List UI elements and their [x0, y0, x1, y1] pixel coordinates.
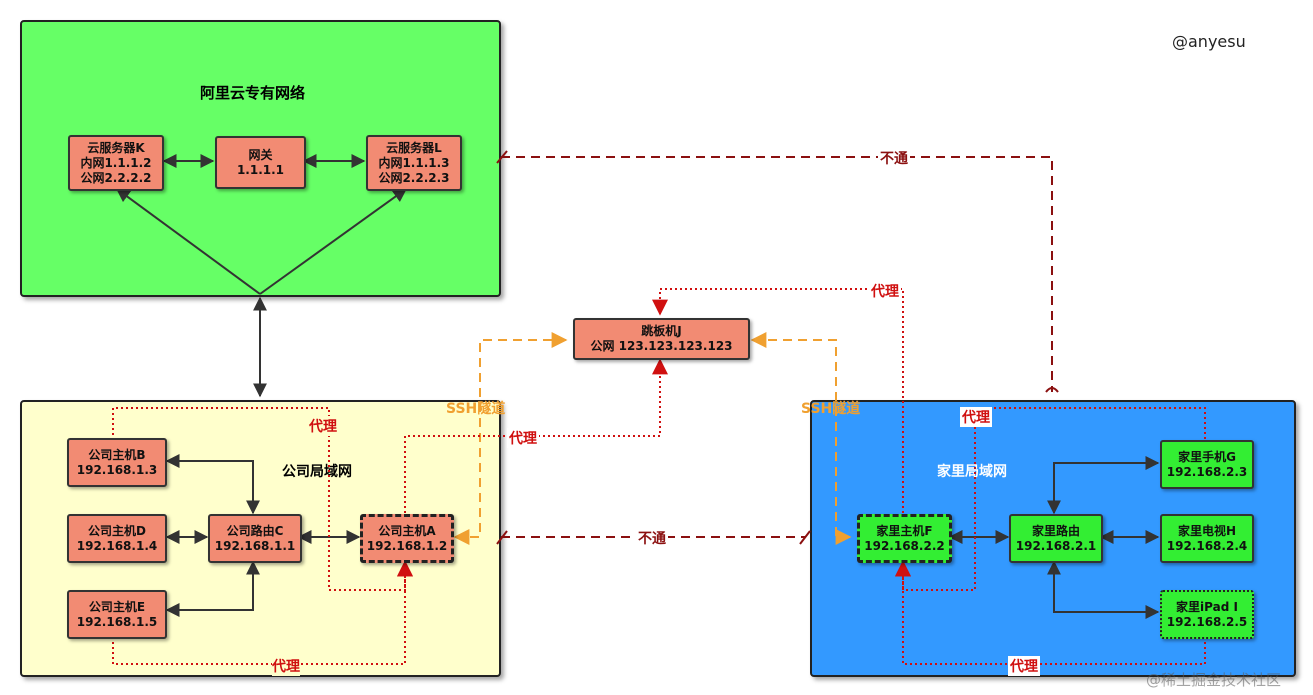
home-phone-g-name: 家里手机G [1178, 449, 1236, 464]
company-router-c-name: 公司路由C [226, 523, 284, 538]
home-phone-g-node: 家里手机G 192.168.2.3 [1160, 440, 1254, 489]
watermark-text: @稀土掘金技术社区 [1146, 671, 1282, 689]
company-host-d-ip: 192.168.1.4 [76, 538, 158, 553]
aliyun-zone-title: 阿里云专有网络 [200, 84, 306, 102]
jump-host-j-name: 跳板机J [641, 324, 682, 338]
company-host-a-ip: 192.168.1.2 [366, 538, 448, 553]
cloud-server-l-node: 云服务器L 内网1.1.1.3 公网2.2.2.3 [366, 135, 462, 191]
author-credit: @anyesu [1172, 32, 1246, 51]
company-host-a-name: 公司主机A [378, 523, 436, 538]
gateway-node: 网关 1.1.1.1 [215, 136, 306, 189]
company-zone-title: 公司局域网 [282, 464, 352, 480]
home-tv-h-name: 家里电视H [1177, 523, 1237, 538]
company-host-a-node: 公司主机A 192.168.1.2 [360, 514, 454, 563]
home-ipad-i-node: 家里iPad I 192.168.2.5 [1160, 590, 1254, 639]
cloud-server-l-name: 云服务器L [386, 140, 442, 155]
company-host-e-ip: 192.168.1.5 [76, 614, 158, 629]
company-router-c-node: 公司路由C 192.168.1.1 [208, 514, 302, 563]
home-host-f-node: 家里主机F 192.168.2.2 [857, 514, 952, 563]
company-host-e-node: 公司主机E 192.168.1.5 [67, 590, 167, 639]
home-host-f-ip: 192.168.2.2 [864, 538, 945, 553]
proxy-company-top-label: 代理 [309, 416, 337, 436]
cloud-server-k-public-ip: 公网2.2.2.2 [80, 170, 152, 185]
jump-host-j-ip: 公网 123.123.123.123 [590, 339, 733, 353]
blocked-top-label: 不通 [878, 148, 910, 168]
cloud-server-k-node: 云服务器K 内网1.1.1.2 公网2.2.2.2 [68, 135, 164, 191]
blocked-mid-label: 不通 [636, 528, 668, 548]
cloud-server-l-public-ip: 公网2.2.2.3 [378, 170, 450, 185]
proxy-home-bottom-label: 代理 [1008, 656, 1040, 676]
cloud-server-k-private-ip: 内网1.1.1.2 [80, 155, 152, 170]
proxy-company-a-label: 代理 [507, 428, 539, 448]
company-host-d-node: 公司主机D 192.168.1.4 [67, 514, 167, 563]
ssh-tunnel-left-label: SSH隧道 [446, 401, 506, 417]
home-phone-g-ip: 192.168.2.3 [1166, 464, 1248, 479]
home-router-node: 家里路由 192.168.2.1 [1009, 514, 1103, 563]
home-tv-h-node: 家里电视H 192.168.2.4 [1160, 514, 1254, 563]
company-host-d-name: 公司主机D [88, 523, 146, 538]
proxy-home-top-label: 代理 [960, 407, 992, 427]
company-host-b-node: 公司主机B 192.168.1.3 [67, 438, 167, 487]
home-router-ip: 192.168.2.1 [1015, 538, 1097, 553]
cloud-server-k-name: 云服务器K [87, 140, 145, 155]
company-host-b-name: 公司主机B [88, 447, 146, 462]
home-host-f-name: 家里主机F [876, 523, 933, 538]
home-router-name: 家里路由 [1031, 523, 1080, 538]
jump-host-j-node: 跳板机J 公网 123.123.123.123 [573, 318, 750, 360]
company-router-c-ip: 192.168.1.1 [214, 538, 296, 553]
gateway-name: 网关 [248, 147, 273, 162]
home-zone-title: 家里局域网 [937, 464, 1007, 480]
gateway-ip: 1.1.1.1 [236, 162, 285, 177]
proxy-company-bottom-label: 代理 [272, 656, 300, 676]
company-host-e-name: 公司主机E [88, 599, 146, 614]
proxy-top-label: 代理 [869, 281, 901, 301]
company-host-b-ip: 192.168.1.3 [76, 462, 158, 477]
cloud-server-l-private-ip: 内网1.1.1.3 [378, 155, 450, 170]
home-ipad-i-ip: 192.168.2.5 [1166, 614, 1248, 629]
home-ipad-i-name: 家里iPad I [1176, 599, 1238, 614]
ssh-tunnel-right-label: SSH隧道 [801, 401, 861, 417]
home-tv-h-ip: 192.168.2.4 [1166, 538, 1248, 553]
